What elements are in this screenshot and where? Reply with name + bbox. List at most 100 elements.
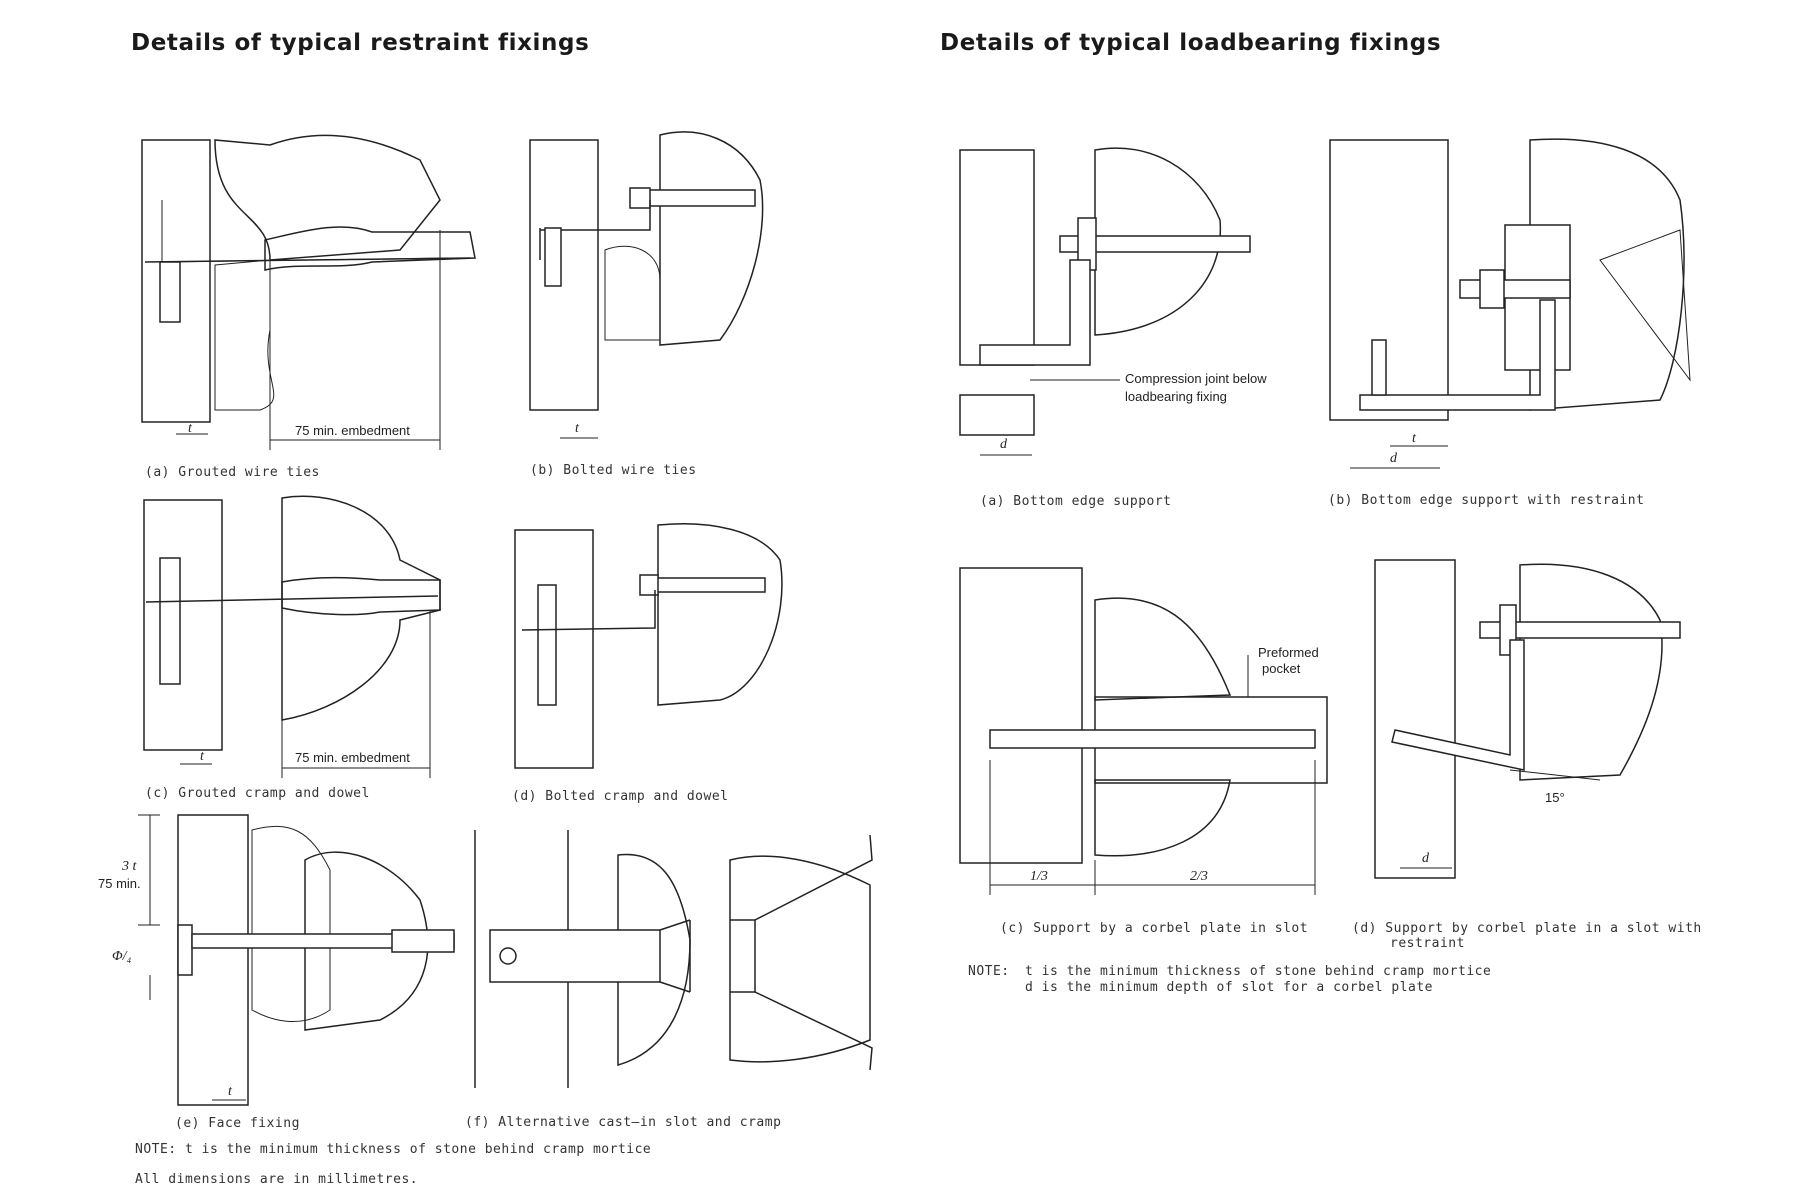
stone-panel [1329, 139, 1449, 421]
loadbearing-heading: Details of typical loadbearing fixings [940, 30, 1442, 56]
restraint-figure-d: (d) Bolted cramp and dowel [512, 523, 783, 804]
expansion-anchor [639, 189, 756, 207]
dim-t-label: t [200, 749, 205, 764]
joint-label-2: loadbearing fixing [1125, 389, 1227, 404]
loadbearing-figure-a: Compression joint below loadbearing fixi… [959, 147, 1267, 509]
restraint-figure-b: t (b) Bolted wire ties [529, 131, 764, 478]
concrete-backing [304, 851, 429, 1031]
dim-third-label: 1/3 [1030, 869, 1048, 884]
stone-panel [143, 499, 223, 751]
caption-d-1: (d) Support by corbel plate in a slot wi… [1352, 921, 1702, 936]
restraint-note: NOTE: t is the minimum thickness of ston… [135, 1142, 651, 1157]
restraint-heading: Details of typical restraint fixings [131, 30, 590, 56]
loadbearing-note-label: NOTE: [968, 964, 1010, 979]
concrete-backing [1529, 138, 1685, 411]
loadbearing-figure-d: 15° d (d) Support by corbel plate in a s… [1352, 559, 1702, 951]
caption-a: (a) Grouted wire ties [145, 465, 320, 480]
anchor-bolt [1459, 279, 1571, 299]
concrete-backing [1094, 147, 1222, 336]
dim-phi-label: Φ/₄ [112, 949, 132, 964]
restraint-figure-a: t 75 min. embedment (a) Grouted wire tie… [141, 134, 476, 480]
caption-c: (c) Grouted cramp and dowel [145, 786, 370, 801]
concrete-backing [214, 134, 441, 261]
dim-d-label: d [1422, 851, 1430, 866]
dim-line-embedment [269, 230, 441, 450]
stone-panel [1374, 559, 1456, 879]
caption-c: (c) Support by a corbel plate in slot [1000, 921, 1308, 936]
caption-d: (d) Bolted cramp and dowel [512, 789, 729, 804]
dim-d-label: d [1000, 437, 1008, 452]
restraint-figure-e: 3 t 75 min. Φ/₄ t (e) Face fixing [98, 814, 455, 1131]
grout [251, 825, 331, 1023]
lower-panel [959, 394, 1035, 436]
slot-channel [1599, 229, 1691, 382]
concrete-backing [1519, 563, 1663, 781]
dim-t-label: t [228, 1084, 233, 1099]
tie-mortice [544, 227, 562, 287]
dim-embedment-label: 75 min. embedment [295, 423, 410, 438]
dim-line-3t [138, 814, 160, 1000]
concrete-backing [281, 495, 441, 721]
loadbearing-figure-b: t d (b) Bottom edge support with restrai… [1328, 138, 1691, 508]
caption-a: (a) Bottom edge support [980, 494, 1172, 509]
grout-pocket [604, 245, 661, 341]
stone-panel [141, 139, 211, 423]
concrete-backing [657, 523, 783, 706]
expansion-anchor [391, 929, 455, 953]
restraint-figure-f: (f) Alternative cast—in slot and cramp [465, 830, 873, 1130]
expansion-anchor [654, 577, 766, 593]
cramp-dowel [537, 584, 557, 706]
dim-t-label: t [575, 421, 580, 436]
pocket-label-1: Preformed [1258, 645, 1319, 660]
nut-icon [629, 187, 651, 209]
joint-label-1: Compression joint below [1125, 371, 1267, 386]
support-angle [1359, 299, 1556, 411]
concrete-backing-bottom [1094, 779, 1231, 857]
anchor-bolt [1059, 235, 1251, 253]
caption-d-2: restraint [1390, 936, 1465, 951]
cramp-dowel [159, 557, 181, 685]
dim-3t-label: 3 t [121, 859, 138, 874]
nut-icon [639, 574, 659, 596]
cramp [145, 595, 439, 603]
loadbearing-note-1: t is the minimum thickness of stone behi… [1025, 964, 1491, 979]
tie-mortice [159, 261, 181, 323]
dim-d-label: d [1390, 451, 1398, 466]
grouted-tie-slot [264, 226, 476, 271]
restraint-pin [1371, 339, 1387, 396]
loadbearing-note-2: d is the minimum depth of slot for a cor… [1025, 980, 1433, 995]
caption-e: (e) Face fixing [175, 1116, 300, 1131]
concrete-backing [659, 131, 764, 346]
cramp-hole [499, 947, 517, 965]
corbel-plate [989, 729, 1316, 749]
grout-pocket [214, 259, 275, 411]
cast-in-slot [730, 919, 756, 993]
concrete-backing-2 [729, 855, 871, 1063]
dim-75-label: 75 min. [98, 876, 141, 891]
stone-panel [514, 529, 594, 769]
counterbore [177, 924, 193, 976]
angle-line [1509, 769, 1601, 781]
grouted-slot [281, 576, 441, 616]
pocket-label-2: pocket [1262, 661, 1301, 676]
caption-b: (b) Bolted wire ties [530, 463, 697, 478]
anchor-bolt [1479, 621, 1681, 639]
dim-line-thirds [989, 760, 1316, 895]
loadbearing-figure-c: Preformed pocket 1/3 2/3 (c) Support by … [959, 567, 1328, 936]
stone-panel [959, 567, 1083, 864]
slot-anchor [754, 834, 873, 1071]
dim-embedment-label: 75 min. embedment [295, 750, 410, 765]
wire-tie [539, 200, 651, 260]
cramp-end [659, 919, 691, 993]
support-angle [979, 259, 1091, 366]
dim-two-thirds-label: 2/3 [1190, 869, 1208, 884]
stone-panel [529, 139, 599, 411]
dim-line-embedment [281, 610, 431, 778]
concrete-backing-top [1094, 597, 1232, 701]
stone-panel [959, 149, 1035, 366]
nut-icon [1479, 269, 1505, 309]
restraint-figure-c: t 75 min. embedment (c) Grouted cramp an… [143, 495, 441, 801]
dim-t-label: t [188, 421, 193, 436]
caption-f: (f) Alternative cast—in slot and cramp [465, 1115, 781, 1130]
